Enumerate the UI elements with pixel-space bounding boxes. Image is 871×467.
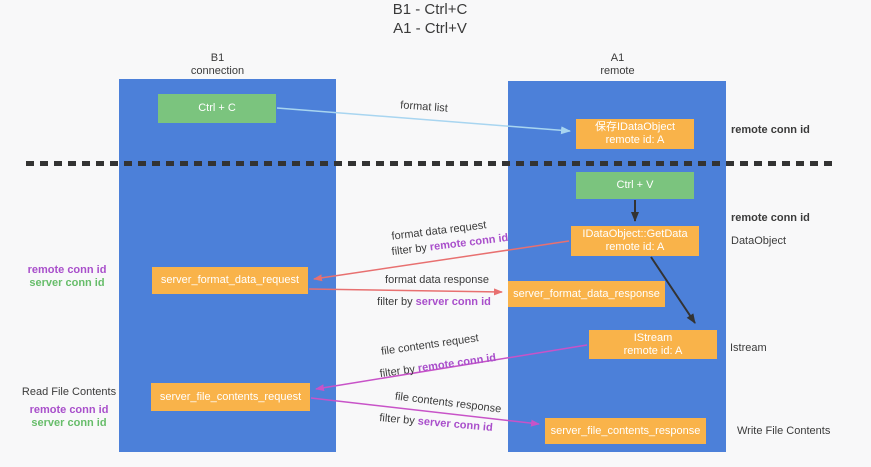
right-remote-conn-id-2: remote conn id xyxy=(731,212,810,224)
node-server-file-contents-response-label: server_file_contents_response xyxy=(550,424,701,437)
node-save-idataobject: 保存IDataObject remote id: A xyxy=(576,119,694,149)
label-format-data-response: format data response xyxy=(385,274,489,286)
node-idataobject-getdata-line1: IDataObject::GetData xyxy=(582,228,688,240)
lane-a1-subtitle: remote xyxy=(600,65,635,77)
lane-b1-subtitle: connection xyxy=(190,65,245,77)
node-save-idataobject-line2: remote id: A xyxy=(605,134,665,146)
server-conn-id-text: server conn id xyxy=(415,296,491,308)
node-server-format-data-request: server_format_data_request xyxy=(152,267,308,294)
node-istream: IStream remote id: A xyxy=(589,330,717,359)
node-idataobject-getdata: IDataObject::GetData remote id: A xyxy=(571,226,699,256)
node-server-file-contents-request-label: server_file_contents_request xyxy=(159,390,302,403)
filter-by-text: filter by xyxy=(378,362,419,381)
title-line-2: A1 - Ctrl+V xyxy=(393,20,467,37)
node-server-format-data-request-label: server_format_data_request xyxy=(160,274,300,286)
lane-header-b1: B1 connection xyxy=(145,52,290,78)
right-istream-label: Istream xyxy=(730,342,767,354)
remote-conn-id-text: remote conn id xyxy=(417,351,497,375)
right-dataobject-label: DataObject xyxy=(731,235,787,247)
node-server-file-contents-request: server_file_contents_request xyxy=(151,383,310,411)
lane-b1-name: B1 xyxy=(210,52,225,64)
title-line-1: B1 - Ctrl+C xyxy=(392,1,468,18)
lane-header-a1: A1 remote xyxy=(545,52,690,78)
node-ctrl-c: Ctrl + C xyxy=(158,94,276,123)
right-remote-conn-id-1: remote conn id xyxy=(731,124,810,136)
server-conn-id-text: server conn id xyxy=(417,415,494,434)
lane-a1-name: A1 xyxy=(610,52,625,64)
left-top-server-conn-id: server conn id xyxy=(29,277,105,289)
node-idataobject-getdata-line2: remote id: A xyxy=(605,241,665,253)
label-filter-server-1: filter by server conn id xyxy=(334,296,534,309)
filter-by-text: filter by xyxy=(378,412,419,428)
label-format-list: format list xyxy=(399,99,449,115)
write-file-contents-label: Write File Contents xyxy=(737,425,831,437)
node-server-file-contents-response: server_file_contents_response xyxy=(545,418,706,444)
node-istream-line2: remote id: A xyxy=(623,344,683,357)
left-bottom-remote-conn-id: remote conn id xyxy=(29,404,109,416)
left-top-remote-conn-id: remote conn id xyxy=(27,264,107,276)
node-ctrl-c-label: Ctrl + C xyxy=(198,102,236,114)
diagram-title: B1 - Ctrl+C A1 - Ctrl+V xyxy=(0,0,860,38)
filter-by-text: filter by xyxy=(377,296,416,308)
left-bottom-labels: Read File Contents remote conn id server… xyxy=(14,386,124,430)
left-top-id-labels: remote conn id server conn id xyxy=(12,264,122,290)
node-ctrl-v: Ctrl + V xyxy=(576,172,694,199)
left-bottom-server-conn-id: server conn id xyxy=(31,417,107,429)
node-server-format-data-response-label: server_format_data_response xyxy=(513,287,660,300)
arrow-format-data-response xyxy=(308,288,503,296)
node-ctrl-v-label: Ctrl + V xyxy=(616,179,654,191)
read-file-contents-label: Read File Contents xyxy=(21,386,117,398)
filter-by-text: filter by xyxy=(390,241,431,259)
dashed-separator xyxy=(26,161,832,166)
node-istream-line1: IStream xyxy=(633,331,673,344)
node-save-idataobject-line1: 保存IDataObject xyxy=(594,121,676,133)
node-server-format-data-response: server_format_data_response xyxy=(508,281,665,307)
